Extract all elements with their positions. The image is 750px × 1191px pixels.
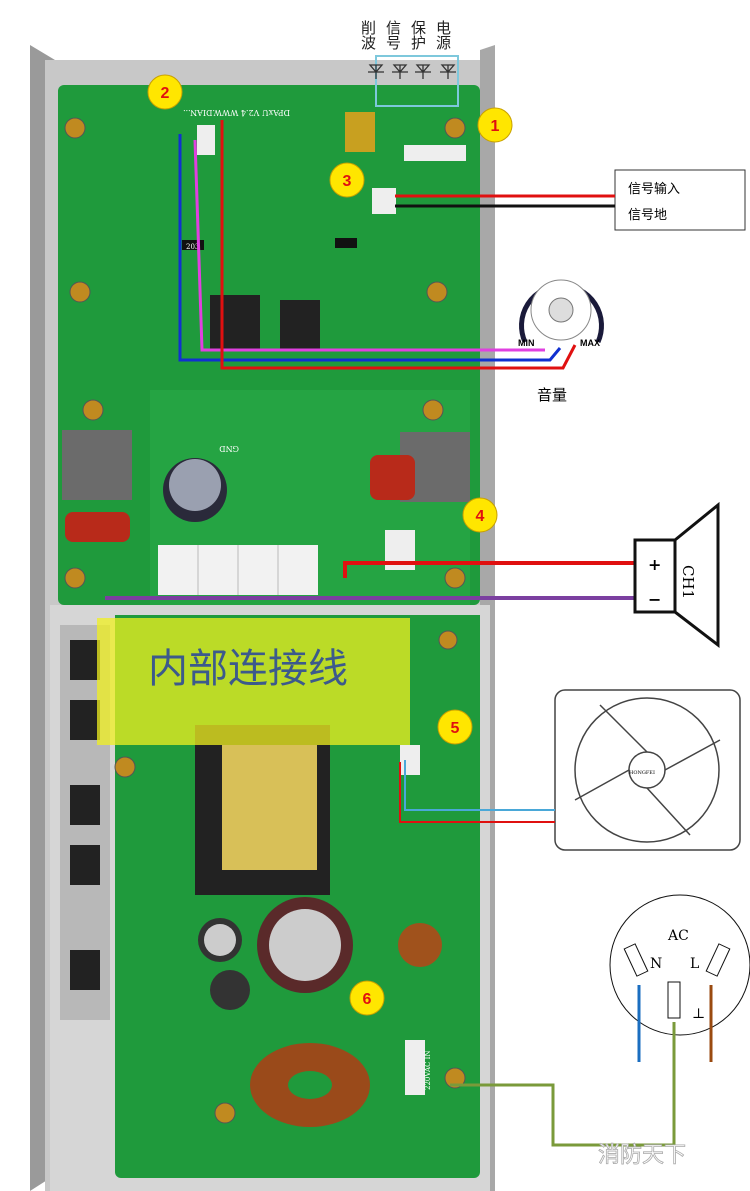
ac-label: AC — [667, 928, 689, 944]
callout-6: 6 — [349, 980, 385, 1016]
fan-icon — [554, 689, 741, 851]
amplifier-pcb: 203 DPAxU V2.4 WWW.DIAN... GND — [58, 85, 480, 605]
svg-text:1: 1 — [491, 118, 500, 135]
fan-wire-red — [399, 762, 555, 823]
callout-5: 5 — [437, 709, 473, 745]
callout-4: 4 — [462, 497, 498, 533]
pot-min-wire — [193, 139, 545, 352]
watermark: 消防天下 — [598, 1143, 686, 1168]
resistor-label: 203 — [186, 243, 199, 251]
speaker-positive-wire — [343, 561, 635, 578]
volume-potentiometer — [519, 279, 604, 344]
internal-wiring-label: 内部连接线 — [148, 646, 348, 692]
speaker-channel-label: CH1 — [679, 565, 697, 599]
ac-l-label: L — [690, 956, 699, 972]
callout-3: 3 — [329, 162, 365, 198]
indicator-label-signal: 信号 — [384, 20, 402, 51]
indicator-leds — [368, 55, 459, 107]
svg-text:6: 6 — [363, 991, 372, 1008]
callout-1: 1 — [477, 107, 513, 143]
volume-label: 音量 — [537, 386, 567, 404]
fan-brand: HONGFEI — [629, 770, 655, 776]
signal-ground-label: 信号地 — [628, 208, 667, 223]
gnd-silkscreen: GND — [219, 444, 239, 453]
speaker-plus-label: + — [648, 555, 661, 574]
indicator-label-protect: 保护 — [409, 20, 427, 51]
signal-box — [614, 169, 746, 231]
speaker-icon — [633, 501, 720, 649]
pot-max-wire — [220, 120, 577, 370]
svg-text:4: 4 — [476, 508, 485, 525]
ac-n-label: N — [650, 956, 662, 972]
svg-text:2: 2 — [161, 85, 170, 102]
board-silkscreen: DPAxU V2.4 WWW.DIAN... — [183, 108, 290, 117]
signal-input-label: 信号输入 — [628, 181, 680, 197]
ac-socket-pins — [623, 943, 731, 1019]
svg-text:5: 5 — [451, 720, 460, 737]
callout-2: 2 — [147, 74, 183, 110]
svg-text:3: 3 — [343, 173, 352, 190]
internal-wiring-highlight — [97, 618, 410, 745]
pot-max-label: MAX — [580, 338, 600, 348]
speaker-minus-label: − — [648, 590, 661, 609]
ac-in-silkscreen: 220VAC IN — [424, 1051, 432, 1090]
ground-wire — [450, 1022, 676, 1147]
ac-ground-label: ⊥ — [692, 1006, 705, 1022]
fan-wire-blue — [404, 760, 555, 811]
pot-min-label: MIN — [518, 338, 535, 348]
indicator-label-clip: 削波 — [359, 20, 377, 50]
pot-wiper-wire — [178, 134, 562, 362]
indicator-label-power: 电源 — [434, 20, 452, 50]
ac-socket — [609, 894, 750, 1036]
